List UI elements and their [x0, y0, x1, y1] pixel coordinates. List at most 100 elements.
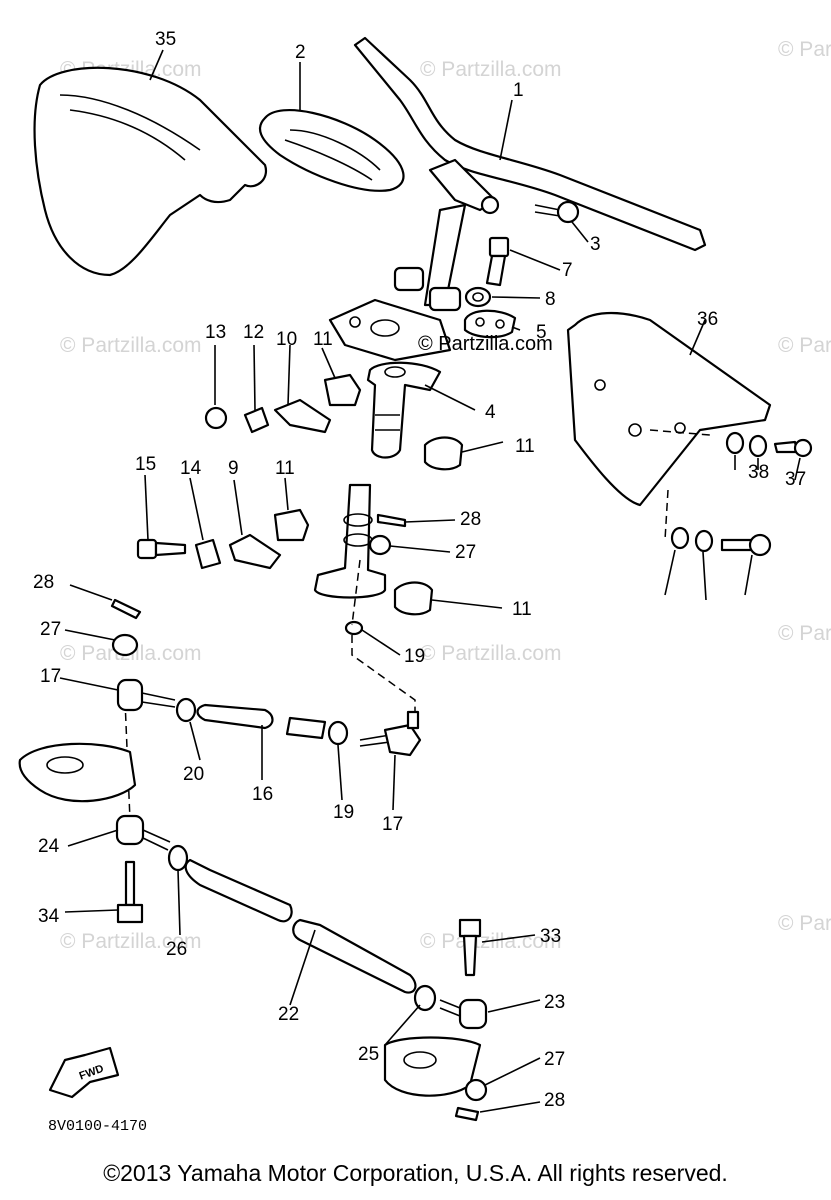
watermark: © Partzilla.com	[420, 58, 562, 81]
bracket-part	[18, 742, 137, 803]
cotter-pin-part	[376, 513, 407, 528]
nut-part	[175, 697, 197, 723]
nut-part	[368, 534, 392, 556]
callout-label: 20	[183, 764, 204, 785]
callout-label: 17	[382, 814, 403, 835]
watermark: © Partzilla.com	[778, 38, 831, 61]
bushing-part	[393, 581, 434, 616]
callout-label: 36	[697, 309, 718, 330]
nut-part	[464, 1078, 488, 1102]
cotter-pin-part	[454, 1106, 480, 1122]
callout-label: 27	[455, 542, 476, 563]
watermark: © Partzilla.com	[778, 334, 831, 357]
callout-label: 2	[295, 42, 306, 63]
watermark: © Partzilla.com	[778, 622, 831, 645]
callout-label: 35	[155, 29, 176, 50]
steering-column-part	[366, 361, 442, 459]
rod-part	[196, 703, 327, 740]
callout-label: 11	[515, 436, 535, 457]
callout-label: 28	[460, 509, 481, 530]
fwd-arrow-icon: FWD	[48, 1046, 120, 1099]
callout-label: 25	[358, 1044, 379, 1065]
washer-part	[670, 526, 690, 550]
bolt-part	[116, 860, 144, 924]
handle-pad-part	[258, 109, 405, 192]
bushing-part	[423, 436, 464, 471]
callout-label: 26	[166, 939, 187, 960]
nut-part	[111, 633, 139, 657]
callout-label: 17	[40, 666, 61, 687]
nut-part	[327, 720, 349, 746]
callout-label: 11	[512, 599, 532, 620]
callout-label: 12	[243, 322, 264, 343]
washer-part	[748, 434, 768, 458]
callout-label: 1	[513, 80, 524, 101]
plate-part	[194, 538, 222, 570]
bracket-part	[383, 1036, 482, 1097]
nut-part	[464, 286, 492, 308]
callout-label: 11	[313, 329, 333, 350]
callout-label: 23	[544, 992, 565, 1013]
copyright-notice: ©2013 Yamaha Motor Corporation, U.S.A. A…	[103, 1160, 728, 1186]
tie-rod-end-part	[439, 998, 488, 1030]
callout-label: 14	[180, 458, 202, 479]
inline-watermark: © Partzilla.com	[418, 333, 553, 355]
callout-label: 34	[38, 906, 60, 927]
tie-rod-end-part	[359, 710, 422, 757]
callout-label: 7	[562, 260, 573, 281]
callout-label: 8	[545, 289, 556, 310]
watermark: © Partzilla.com	[60, 334, 202, 357]
callout-label: 3	[590, 234, 601, 255]
callout-label: 24	[38, 836, 60, 857]
washer-part	[694, 529, 714, 553]
screw-part	[720, 533, 772, 557]
bolt-part	[458, 918, 482, 977]
callout-label: 33	[540, 926, 561, 947]
callout-labels: 35 2 1 3 7 8 5 4 11 11 28 27 19 11 10 12…	[33, 29, 806, 1111]
screw-part	[773, 438, 813, 458]
holder-part	[463, 309, 517, 339]
plate-part	[243, 406, 270, 434]
diagram-code: 8V0100-4170	[48, 1118, 147, 1135]
callout-label: 10	[276, 329, 297, 350]
callout-label: 22	[278, 1004, 299, 1025]
callout-label: 4	[485, 402, 496, 423]
clamp-part	[273, 398, 332, 434]
bushing-part	[273, 508, 310, 542]
leader-lines	[59, 49, 801, 1113]
callout-label: 9	[228, 458, 239, 479]
callout-label: 27	[40, 619, 61, 640]
nut-part	[413, 984, 437, 1012]
nut-part	[167, 844, 189, 872]
callout-label: 15	[135, 454, 156, 475]
rod-part	[184, 858, 417, 994]
bolt-part	[136, 538, 187, 560]
front-cover-part	[33, 66, 268, 277]
callout-label: 37	[785, 469, 806, 490]
watermark: © Partzilla.com	[420, 642, 562, 665]
watermark: © Partzilla.com	[60, 930, 202, 953]
bolt-part	[485, 236, 510, 287]
callout-label: 38	[748, 462, 769, 483]
callout-label: 19	[333, 802, 354, 823]
washer-part	[344, 620, 364, 636]
watermark: © Partzilla.com	[778, 912, 831, 935]
grommet-part	[204, 406, 228, 430]
callout-label: 11	[275, 458, 295, 479]
callout-label: 19	[404, 646, 425, 667]
steering-bracket-part	[328, 298, 452, 362]
watermark-layer: © Partzilla.com © Partzilla.com © Partzi…	[60, 38, 831, 953]
callout-label: 16	[252, 784, 273, 805]
clamp-part	[228, 533, 282, 570]
callout-label: 5	[536, 322, 547, 343]
callout-label: 27	[544, 1049, 565, 1070]
handlebar-part	[353, 36, 707, 312]
callout-label: 28	[544, 1090, 565, 1111]
callout-label: 28	[33, 572, 54, 593]
tie-rod-end-part	[116, 678, 176, 712]
cotter-pin-part	[110, 598, 142, 620]
bushing-part	[323, 373, 362, 407]
washer-part	[725, 431, 745, 455]
side-cover-part	[566, 312, 772, 507]
